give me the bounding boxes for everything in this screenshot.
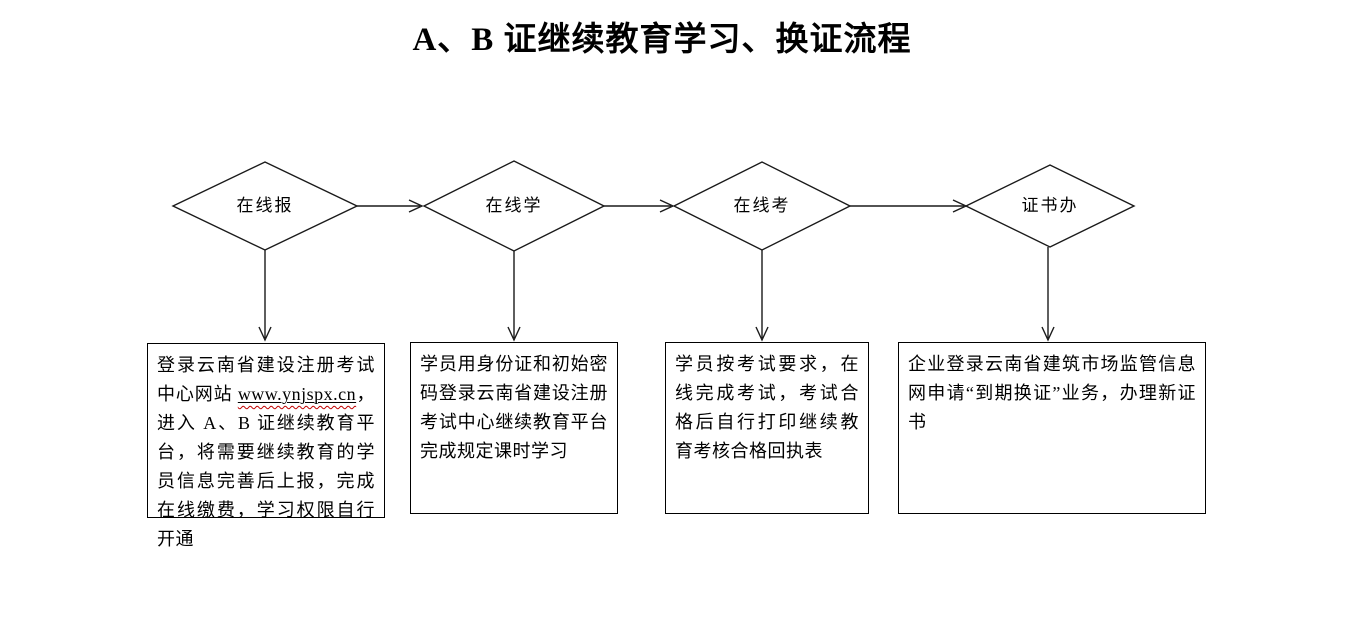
stage-label-online-study: 在线学	[485, 196, 543, 215]
stage-label-certificate: 证书办	[1021, 196, 1079, 215]
arrow-head-right-1	[408, 199, 424, 213]
step-description-4: 企业登录云南省建筑市场监管信息网申请“到期换证”业务，办理新证书	[908, 354, 1196, 432]
website-url-wrapper: www.ynjspx.cn	[238, 384, 356, 404]
arrow-head-right-2	[659, 199, 675, 213]
step-box-online-register: 登录云南省建设注册考试中心网站 www.ynjspx.cn，进入 A、B 证继续…	[147, 343, 385, 549]
arrow-head-down-2	[507, 326, 521, 342]
step1-text-before-url: 登录云南省建设注册考试中心网站	[157, 355, 375, 404]
website-url[interactable]: www.ynjspx.cn	[237, 384, 357, 404]
step-description-2: 学员用身份证和初始密码登录云南省建设注册考试中心继续教育平台完成规定课时学习	[420, 354, 608, 461]
arrow-head-down-3	[755, 326, 769, 342]
step-description-1: 登录云南省建设注册考试中心网站 www.ynjspx.cn，进入 A、B 证继续…	[157, 351, 375, 554]
step-box-certificate: 企业登录云南省建筑市场监管信息网申请“到期换证”业务，办理新证书	[898, 342, 1206, 514]
arrow-head-down-4	[1041, 326, 1055, 342]
step-box-online-exam: 学员按考试要求，在线完成考试，考试合格后自行打印继续教育考核合格回执表	[665, 342, 869, 514]
step1-text-after-url: ，进入 A、B 证继续教育平台，将需要继续教育的学员信息完善后上报，完成在线缴费…	[157, 384, 376, 549]
arrow-head-down-1	[258, 326, 272, 342]
arrow-head-right-3	[952, 199, 968, 213]
diamond-stage-4	[964, 164, 1136, 248]
stage-label-online-exam: 在线考	[733, 196, 791, 215]
step-box-online-study: 学员用身份证和初始密码登录云南省建设注册考试中心继续教育平台完成规定课时学习	[410, 342, 618, 514]
stage-label-online-register: 在线报	[236, 196, 294, 215]
page-title: A、B 证继续教育学习、换证流程	[412, 22, 912, 58]
step-description-3: 学员按考试要求，在线完成考试，考试合格后自行打印继续教育考核合格回执表	[675, 354, 859, 461]
